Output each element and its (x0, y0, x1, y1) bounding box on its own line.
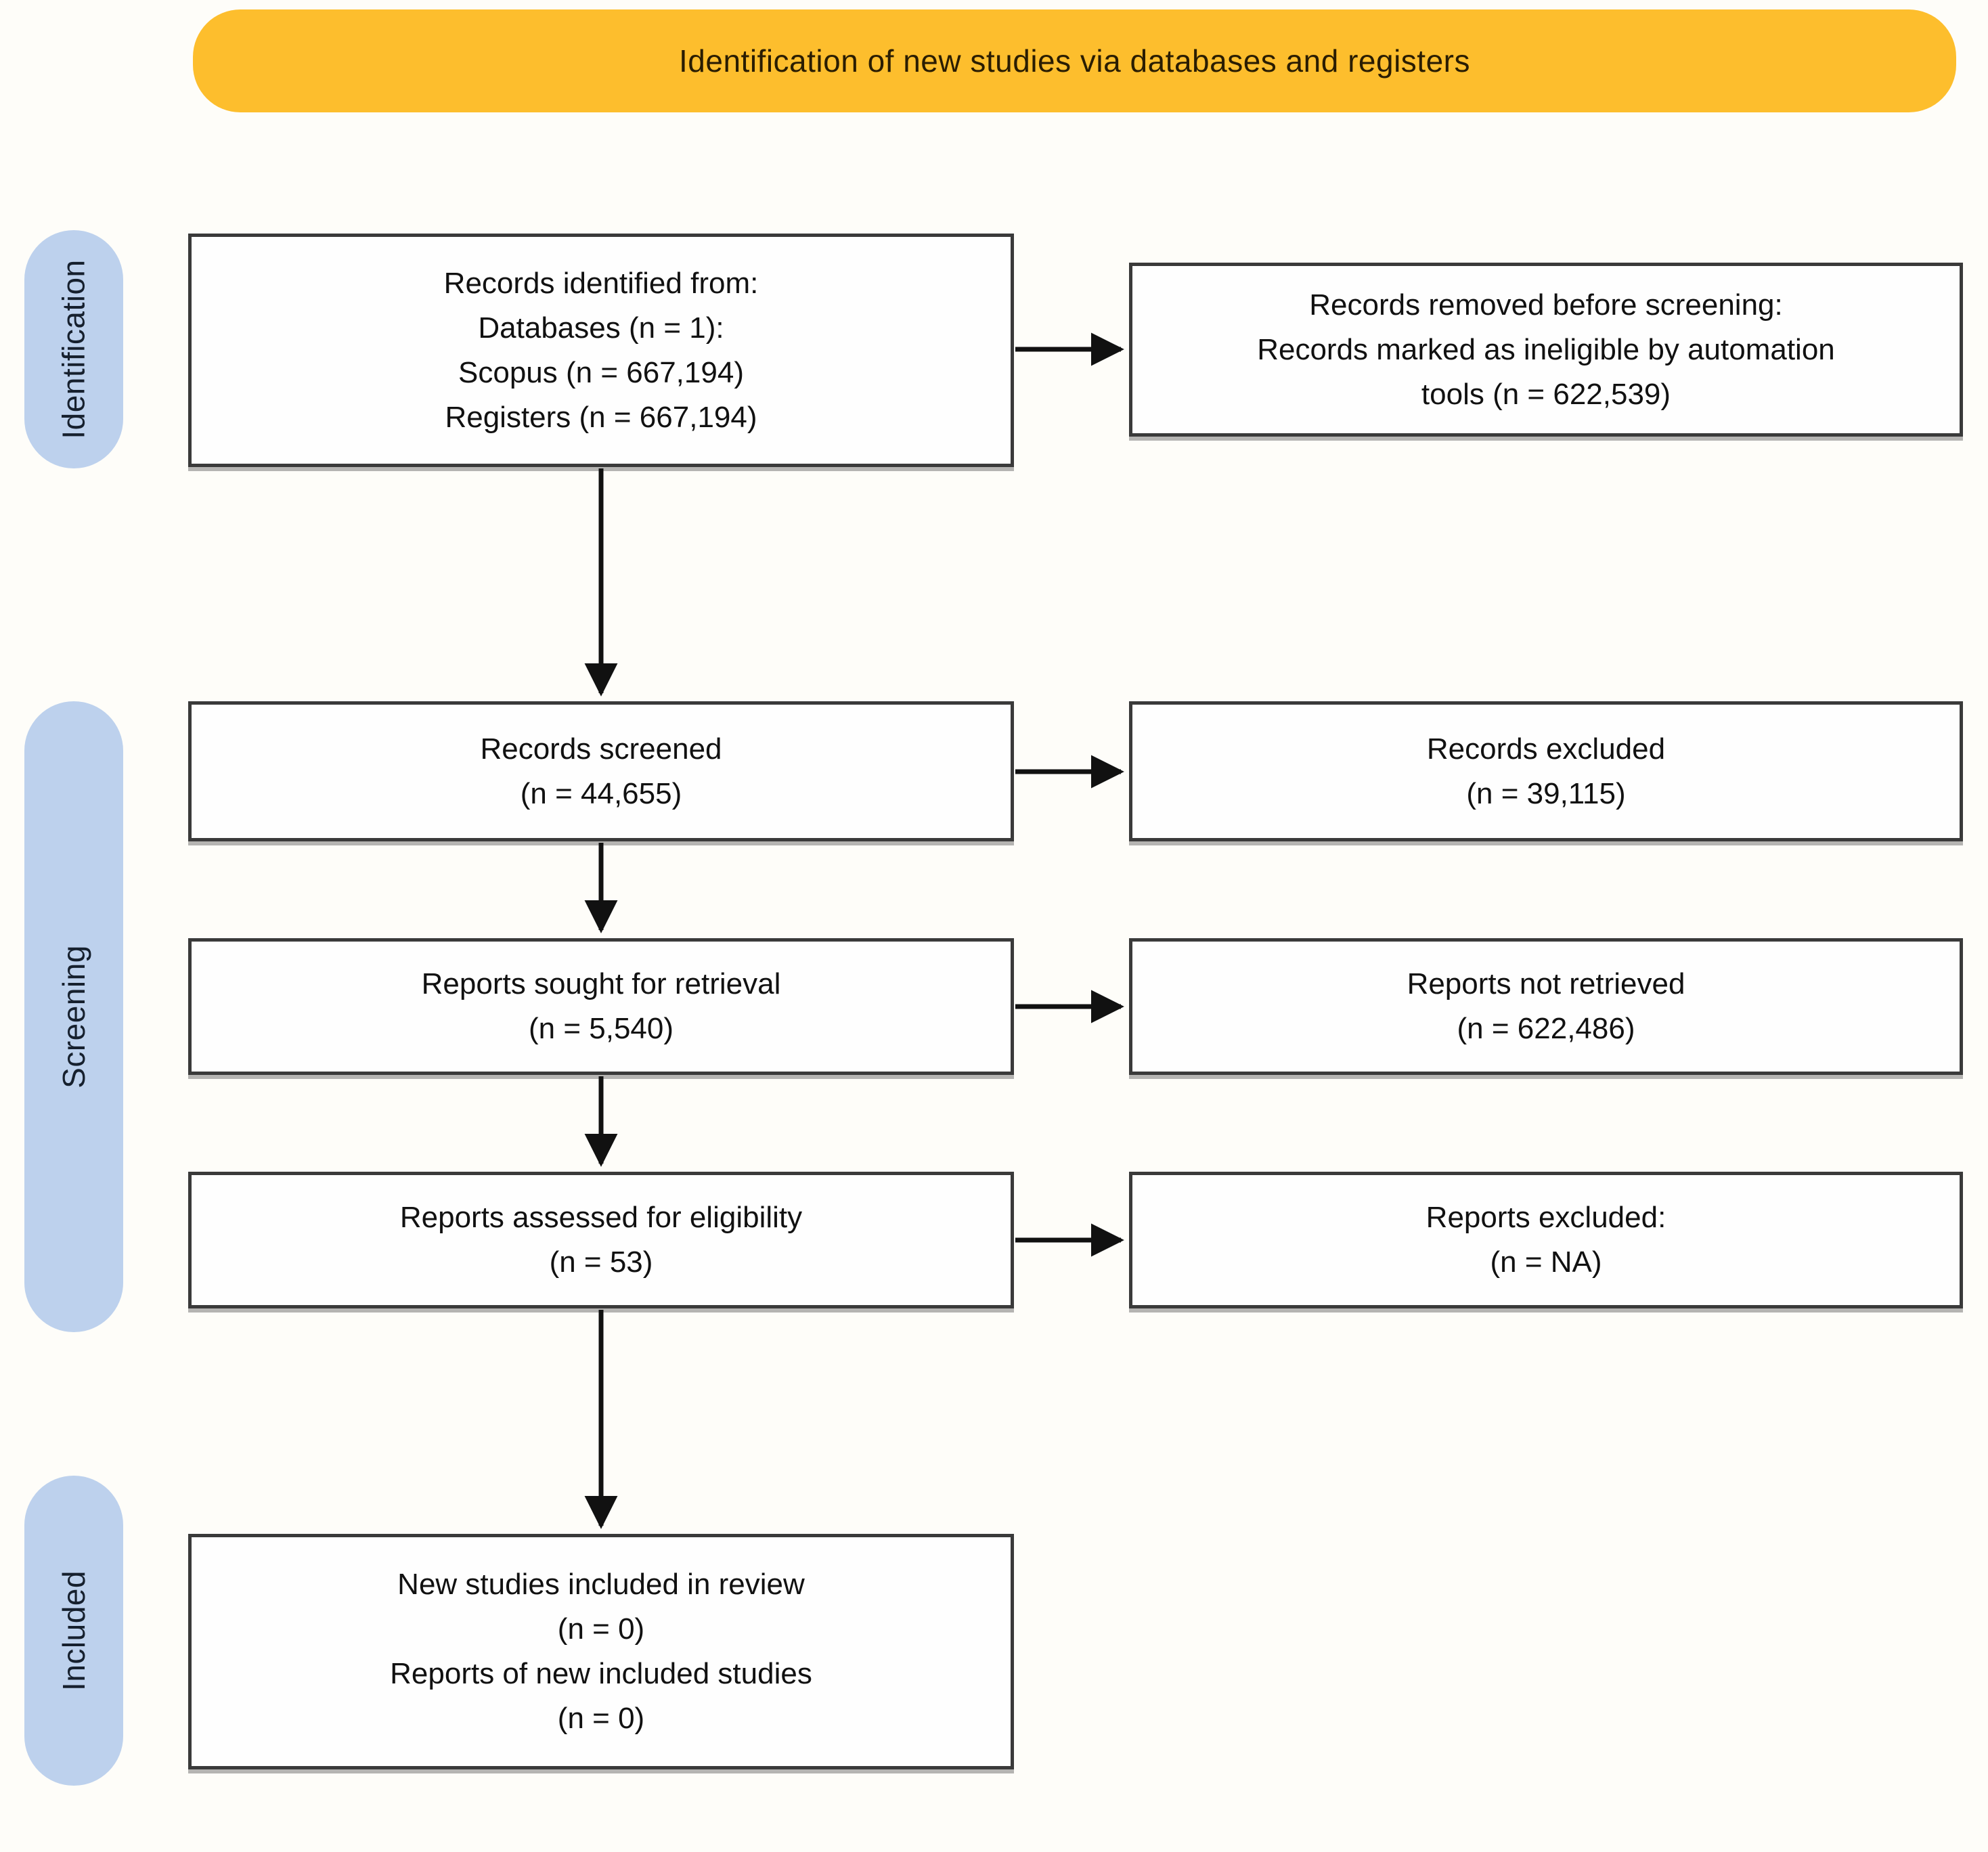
box-line: (n = 5,540) (528, 1012, 674, 1045)
box-line: Reports sought for retrieval (421, 967, 781, 1000)
box-line: Records screened (480, 732, 722, 766)
box-reports-sought: Reports sought for retrieval (n = 5,540) (188, 938, 1014, 1075)
box-line: Reports assessed for eligibility (399, 1201, 803, 1234)
box-reports-assessed: Reports assessed for eligibility (n = 53… (188, 1172, 1014, 1308)
box-line: (n = 44,655) (520, 776, 682, 810)
box-line: (n = 0) (557, 1612, 645, 1646)
banner-title: Identification of new studies via databa… (679, 43, 1470, 79)
box-new-studies-included: New studies included in review (n = 0) R… (188, 1534, 1014, 1769)
box-line: tools (n = 622,539) (1421, 377, 1671, 411)
box-line: Scopus (n = 667,194) (458, 355, 744, 389)
box-records-excluded: Records excluded (n = 39,115) (1129, 701, 1963, 841)
box-line: Reports of new included studies (390, 1657, 812, 1690)
box-line: Records identified from: (443, 266, 759, 300)
box-line: Records marked as ineligible by automati… (1257, 332, 1835, 366)
box-line: Records removed before screening: (1309, 288, 1783, 322)
box-records-removed: Records removed before screening: Record… (1129, 263, 1963, 437)
box-line: Records excluded (1426, 732, 1666, 766)
box-line: Registers (n = 667,194) (445, 400, 757, 434)
stage-pill-screening: Screening (24, 701, 123, 1332)
stage-label-screening: Screening (56, 945, 92, 1088)
box-line: (n = 39,115) (1466, 776, 1626, 810)
box-records-screened: Records screened (n = 44,655) (188, 701, 1014, 841)
stage-label-included: Included (56, 1570, 92, 1691)
box-line: Reports excluded: (1426, 1201, 1666, 1234)
box-line: (n = 53) (549, 1245, 653, 1279)
box-line: (n = 0) (557, 1702, 645, 1735)
box-line: (n = 622,486) (1457, 1012, 1635, 1045)
banner: Identification of new studies via databa… (193, 9, 1956, 112)
box-line: New studies included in review (397, 1568, 805, 1601)
stage-pill-included: Included (24, 1476, 123, 1786)
box-line: Databases (n = 1): (478, 311, 724, 345)
stage-pill-identification: Identification (24, 230, 123, 468)
box-line: (n = NA) (1490, 1245, 1602, 1279)
box-line: Reports not retrieved (1407, 967, 1685, 1000)
box-records-identified: Records identified from: Databases (n = … (188, 234, 1014, 467)
box-reports-not-retrieved: Reports not retrieved (n = 622,486) (1129, 938, 1963, 1075)
box-reports-excluded: Reports excluded: (n = NA) (1129, 1172, 1963, 1308)
stage-label-identification: Identification (56, 259, 91, 439)
